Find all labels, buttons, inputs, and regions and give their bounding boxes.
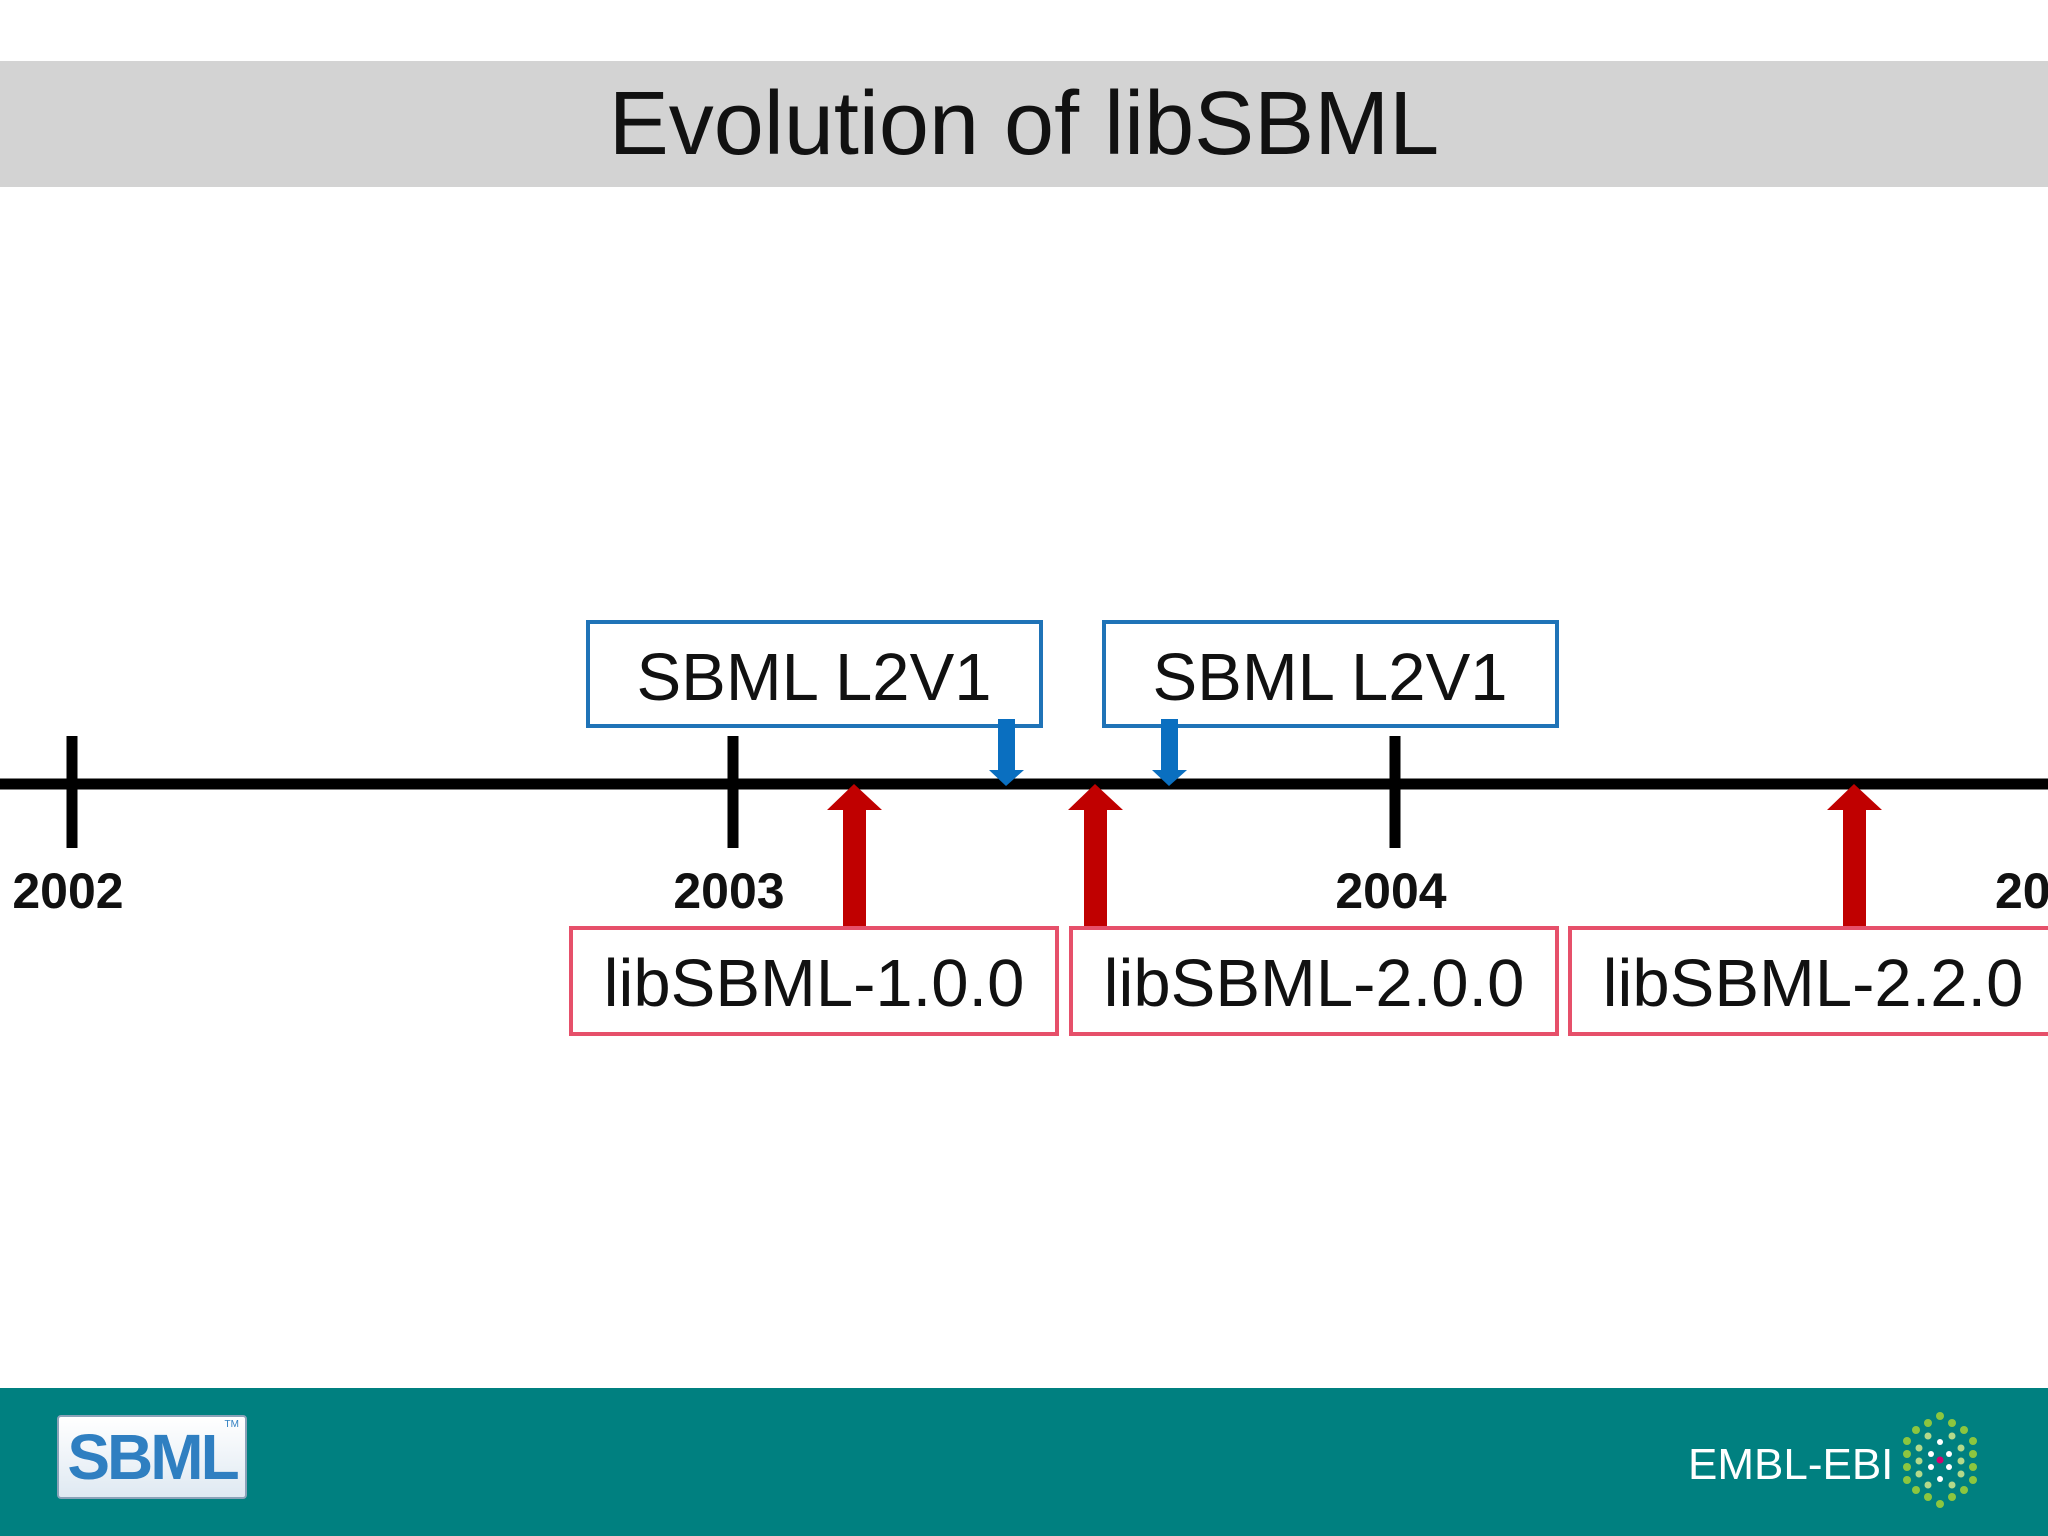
year-label-2002: 2002: [12, 863, 123, 919]
spec-release-arrow-2: [1152, 719, 1187, 786]
library-release-arrow-2: [1068, 784, 1123, 926]
spec-release-box-1: [586, 620, 1043, 728]
spec-release-box-2: [1102, 620, 1559, 728]
footer-bar: SBML TM EMBL-EBI: [0, 1388, 2048, 1536]
timeline-diagram: 2002 2003 2004 20 SBML L2V1 SBML L2V1 li…: [0, 620, 2048, 1036]
spec-release-label-2: SBML L2V1: [1152, 640, 1507, 715]
library-release-label-1: libSBML-1.0.0: [604, 946, 1025, 1021]
library-release-box-3: [1568, 926, 2048, 1036]
library-release-box-2: [1069, 926, 1559, 1036]
sbml-logo-text: SBML: [67, 1421, 239, 1493]
slide-title: Evolution of libSBML: [608, 74, 1440, 174]
year-label-2005: 20: [1995, 863, 2048, 919]
library-release-label-2: libSBML-2.0.0: [1104, 946, 1525, 1021]
title-bar: [0, 61, 2048, 187]
library-release-label-3: libSBML-2.2.0: [1603, 946, 2024, 1021]
year-label-2003: 2003: [673, 863, 784, 919]
library-release-arrow-1: [827, 784, 882, 926]
sbml-logo-trademark: TM: [224, 1419, 239, 1430]
embl-ebi-logo-icon: [1903, 1412, 1977, 1508]
library-release-arrow-3: [1827, 784, 1882, 926]
embl-ebi-label: EMBL-EBI: [1688, 1440, 1894, 1489]
sbml-logo: SBML TM: [57, 1415, 247, 1499]
library-release-box-1: [569, 926, 1059, 1036]
spec-release-label-1: SBML L2V1: [636, 640, 991, 715]
spec-release-arrow-1: [989, 719, 1024, 786]
year-label-2004: 2004: [1335, 863, 1446, 919]
